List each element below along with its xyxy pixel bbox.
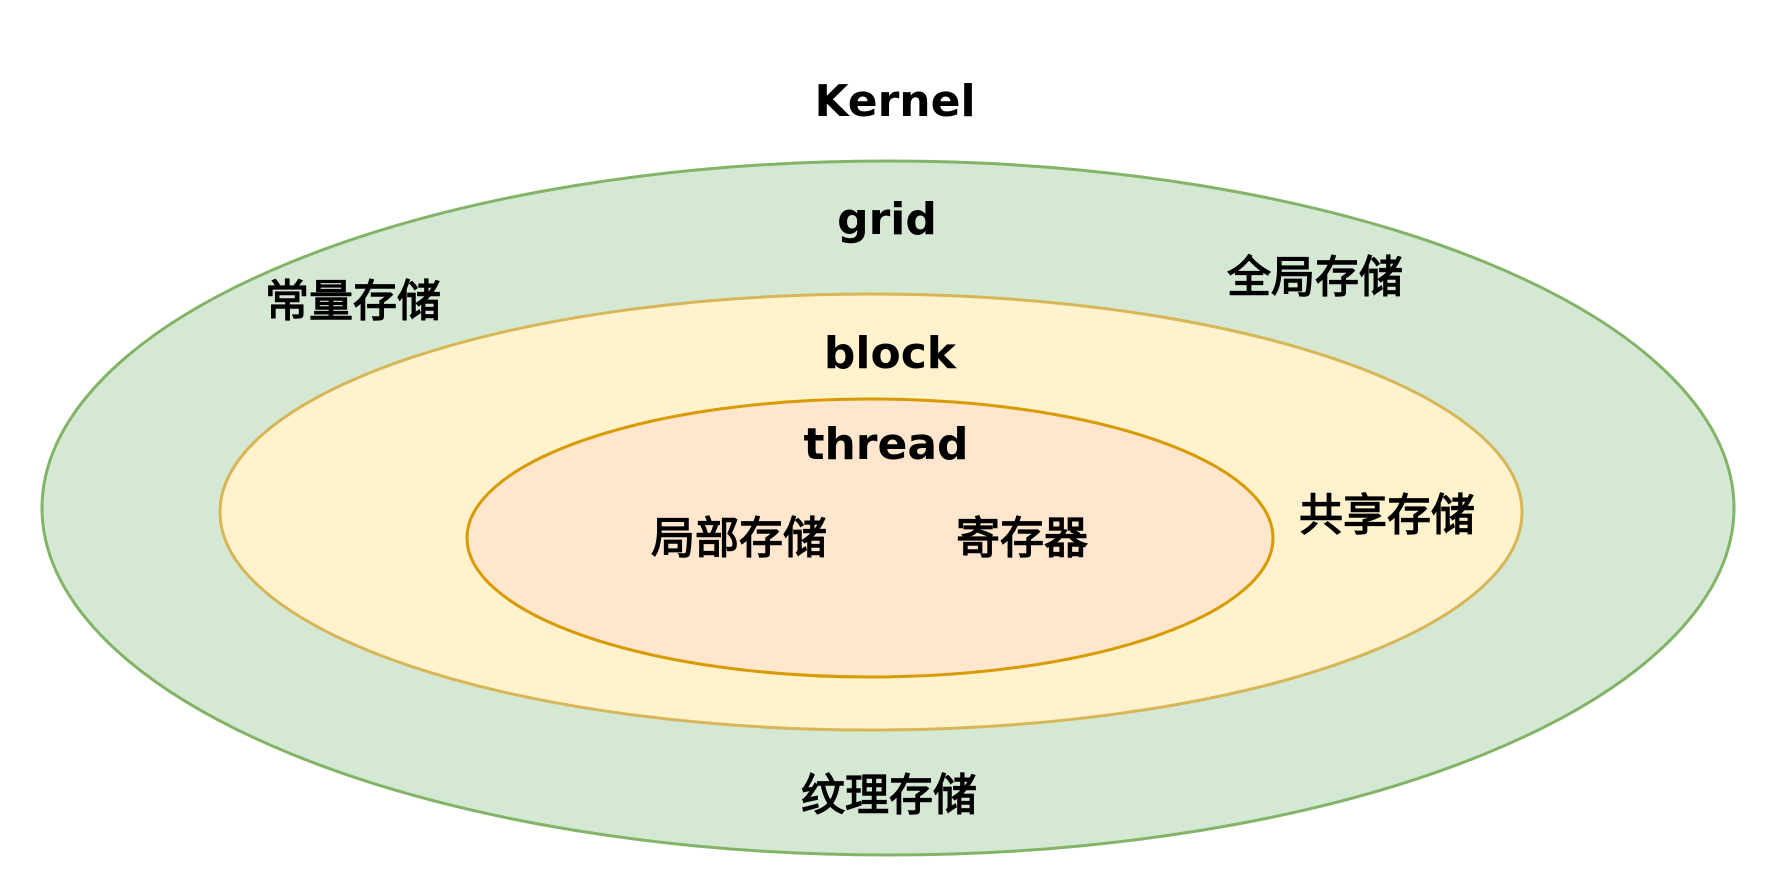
register-label: 寄存器 <box>956 513 1089 564</box>
block-label: block <box>824 328 958 379</box>
shared-memory-label: 共享存储 <box>1299 490 1475 541</box>
local-memory-label: 局部存储 <box>651 513 827 564</box>
global-memory-label: 全局存储 <box>1226 252 1403 303</box>
thread-ellipse <box>465 397 1275 679</box>
texture-memory-label: 纹理存储 <box>801 770 977 821</box>
kernel-title: Kernel <box>814 76 975 127</box>
constant-memory-label: 常量存储 <box>265 276 441 327</box>
grid-label: grid <box>837 194 937 245</box>
thread-label: thread <box>803 419 968 470</box>
